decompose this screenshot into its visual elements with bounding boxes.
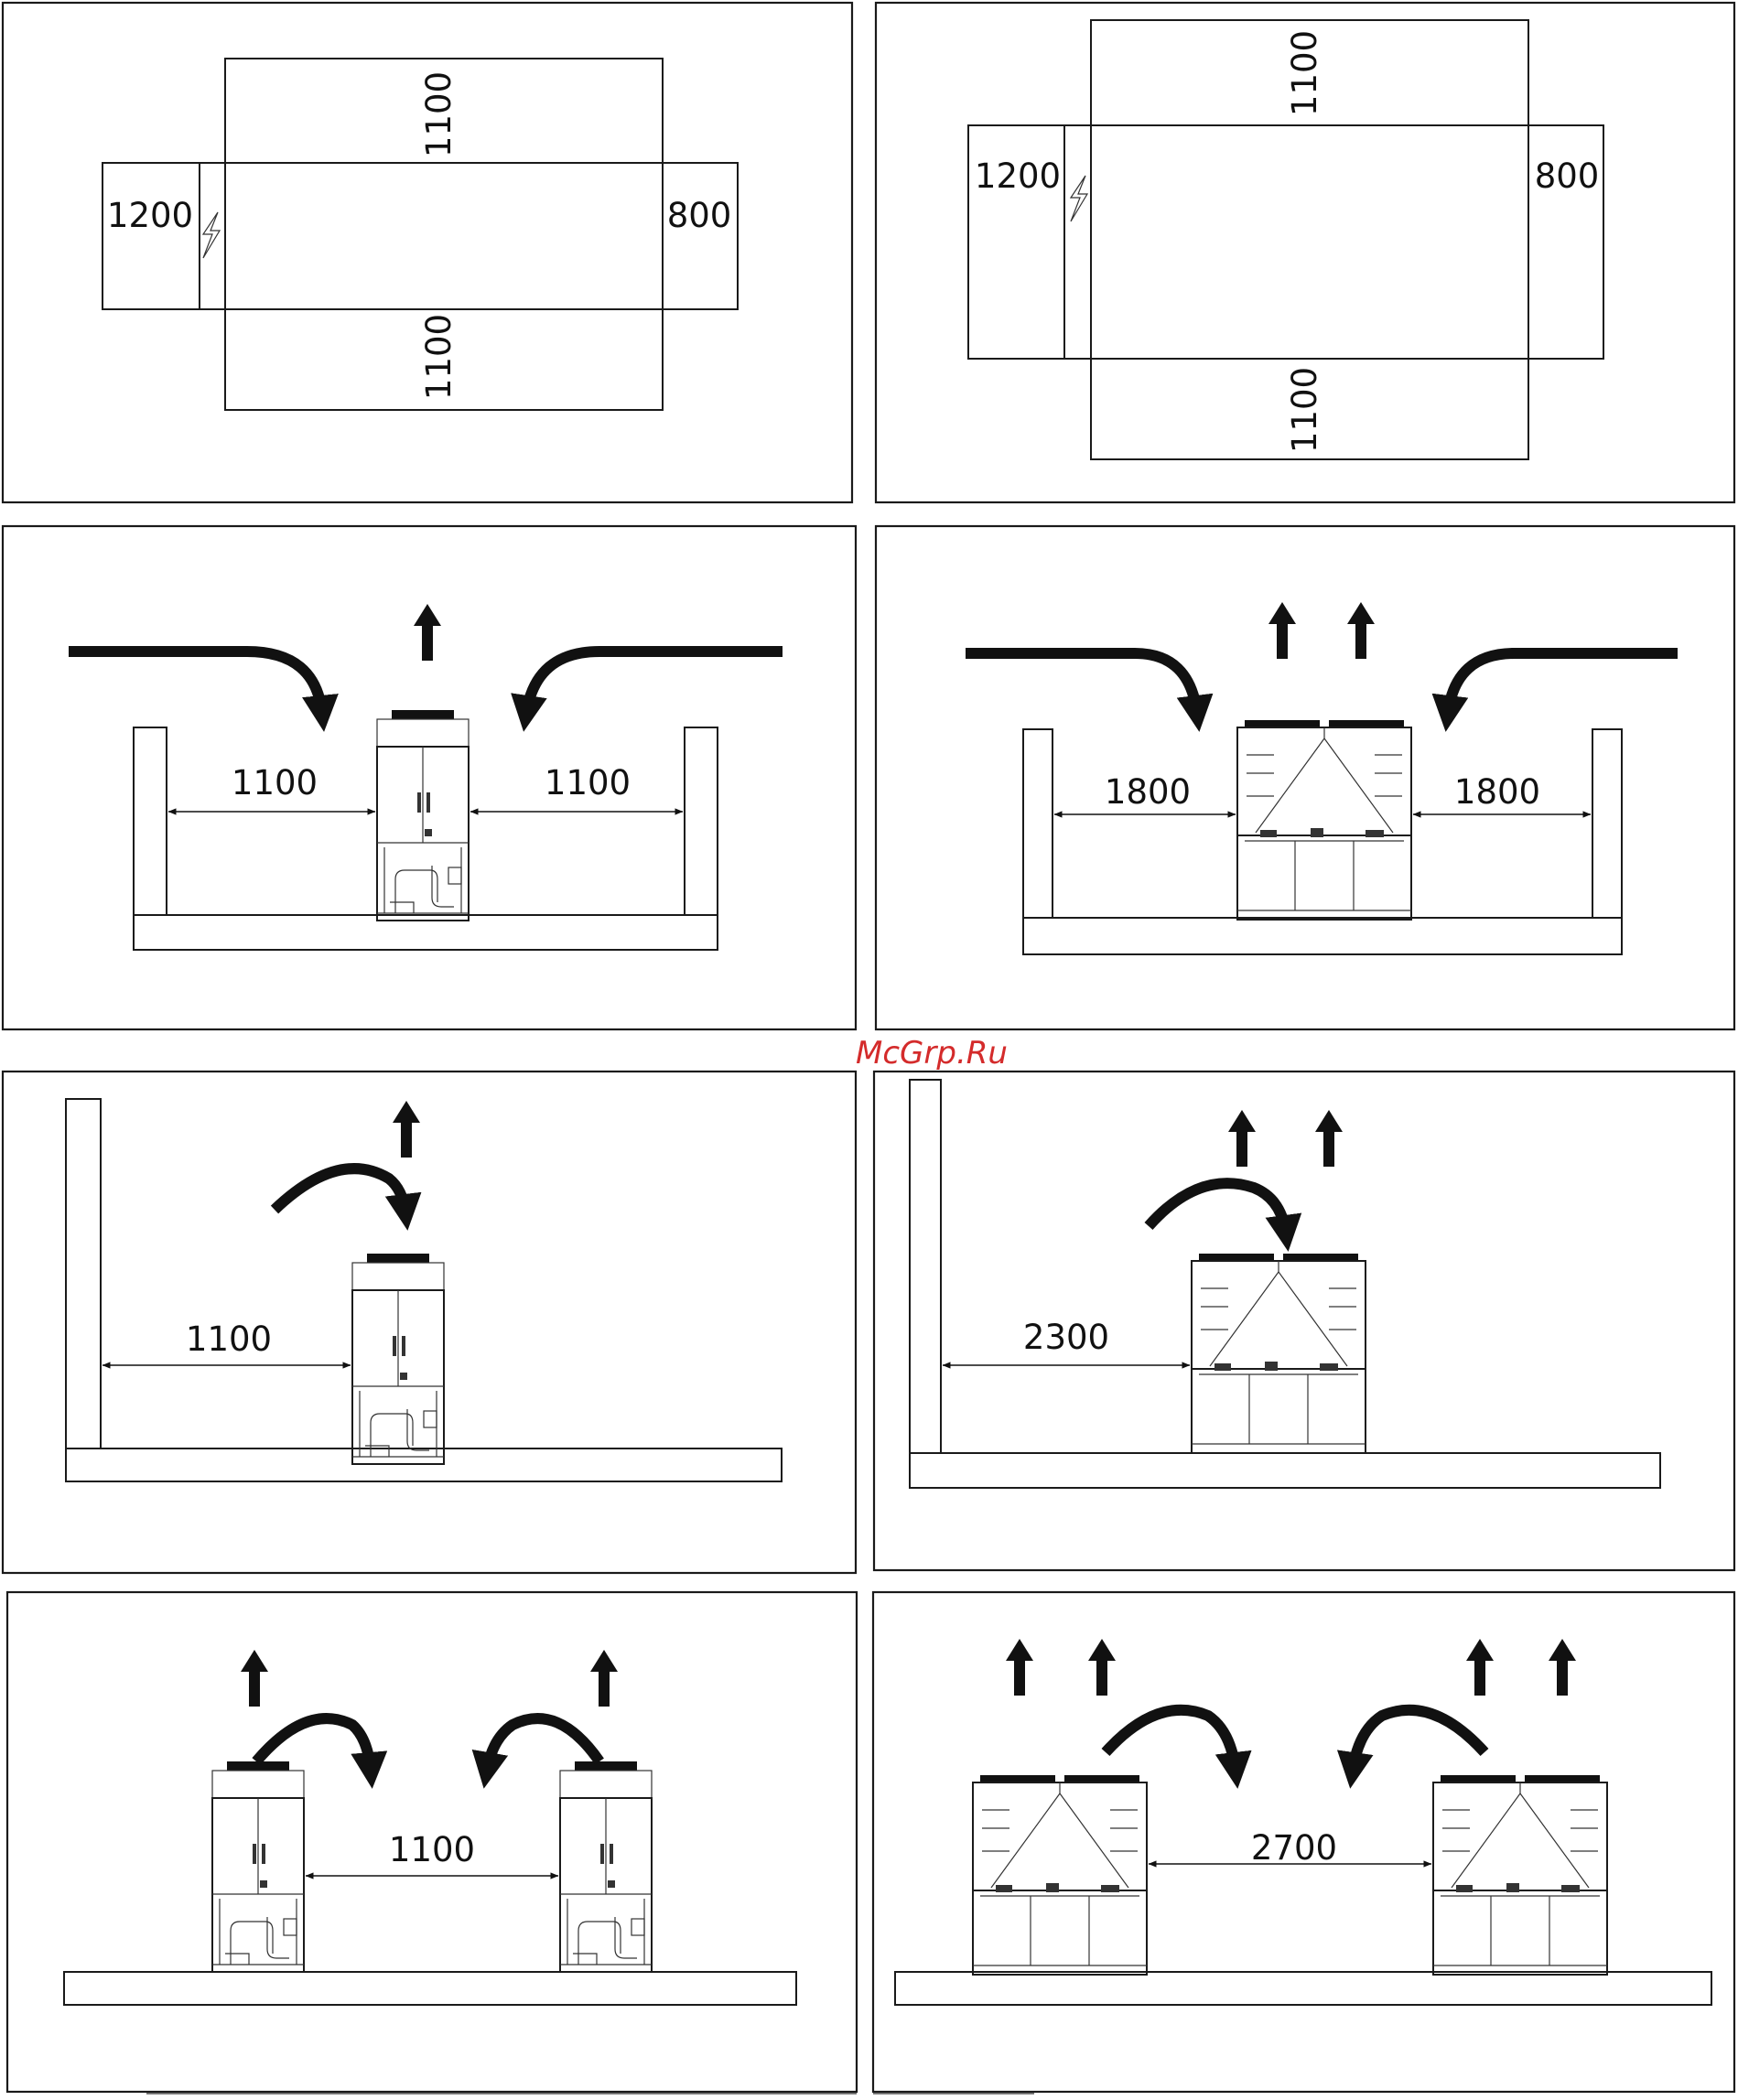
plan-double-left-label: 1200 bbox=[975, 156, 1061, 196]
plan-single-front-label: 1100 bbox=[419, 314, 459, 400]
airflow-curved-arrow-icon bbox=[1448, 653, 1678, 714]
airflow-curved-arrow-icon bbox=[69, 652, 322, 714]
airflow-curved-arrow-icon bbox=[966, 653, 1197, 714]
panel-one-wall-single: 1100 bbox=[3, 1072, 856, 1573]
airflow-up-arrow-icon bbox=[1466, 1639, 1494, 1696]
two-walls-double-left-label: 1800 bbox=[1105, 772, 1191, 812]
airflow-curved-arrow-icon bbox=[1106, 1710, 1236, 1771]
watermark: McGrp.Ru bbox=[856, 1035, 1008, 1072]
airflow-up-arrow-icon bbox=[1549, 1639, 1576, 1696]
airflow-up-arrow-icon bbox=[590, 1650, 618, 1707]
two-units-single-gap-label: 1100 bbox=[389, 1830, 475, 1869]
plan-single-back-label: 1100 bbox=[419, 71, 459, 157]
two-units-double-gap-label: 2700 bbox=[1251, 1828, 1337, 1868]
one-wall-double-gap-label: 2300 bbox=[1023, 1318, 1109, 1357]
two-walls-double-right-label: 1800 bbox=[1454, 772, 1540, 812]
airflow-up-arrow-icon bbox=[1347, 602, 1375, 659]
panel-two-walls-single: 1100 1100 bbox=[3, 526, 856, 1029]
airflow-up-arrow-icon bbox=[414, 604, 441, 661]
panel-two-units-double: 2700 bbox=[873, 1592, 1734, 2094]
airflow-up-arrow-icon bbox=[1006, 1639, 1033, 1696]
airflow-up-arrow-icon bbox=[241, 1650, 268, 1707]
panel-two-units-single: 1100 bbox=[7, 1592, 857, 2094]
lightning-icon bbox=[1071, 176, 1087, 221]
plan-single-left-label: 1200 bbox=[107, 196, 193, 235]
panel-plan-single: 1200 800 1100 1100 bbox=[3, 3, 852, 502]
one-wall-single-gap-label: 1100 bbox=[186, 1319, 272, 1359]
airflow-curved-arrow-icon bbox=[275, 1168, 405, 1212]
airflow-up-arrow-icon bbox=[1315, 1110, 1343, 1167]
two-walls-single-left-label: 1100 bbox=[232, 763, 318, 802]
plan-double-right-label: 800 bbox=[1535, 156, 1600, 196]
lightning-icon bbox=[203, 212, 220, 258]
airflow-up-arrow-icon bbox=[1268, 602, 1296, 659]
panel-one-wall-double: 2300 bbox=[874, 1072, 1734, 1570]
plan-double-back-label: 1100 bbox=[1285, 30, 1324, 116]
plan-single-right-label: 800 bbox=[667, 196, 732, 235]
airflow-curved-arrow-icon bbox=[1353, 1710, 1484, 1771]
airflow-curved-arrow-icon bbox=[526, 652, 783, 714]
plan-double-front-label: 1100 bbox=[1285, 367, 1324, 453]
airflow-curved-arrow-icon bbox=[1149, 1183, 1286, 1233]
airflow-up-arrow-icon bbox=[1228, 1110, 1256, 1167]
panel-plan-double: 1200 800 1100 1100 bbox=[876, 3, 1734, 502]
airflow-up-arrow-icon bbox=[393, 1101, 420, 1158]
two-walls-single-right-label: 1100 bbox=[545, 763, 631, 802]
airflow-up-arrow-icon bbox=[1088, 1639, 1116, 1696]
panel-two-walls-double: 1800 1800 bbox=[876, 526, 1734, 1029]
